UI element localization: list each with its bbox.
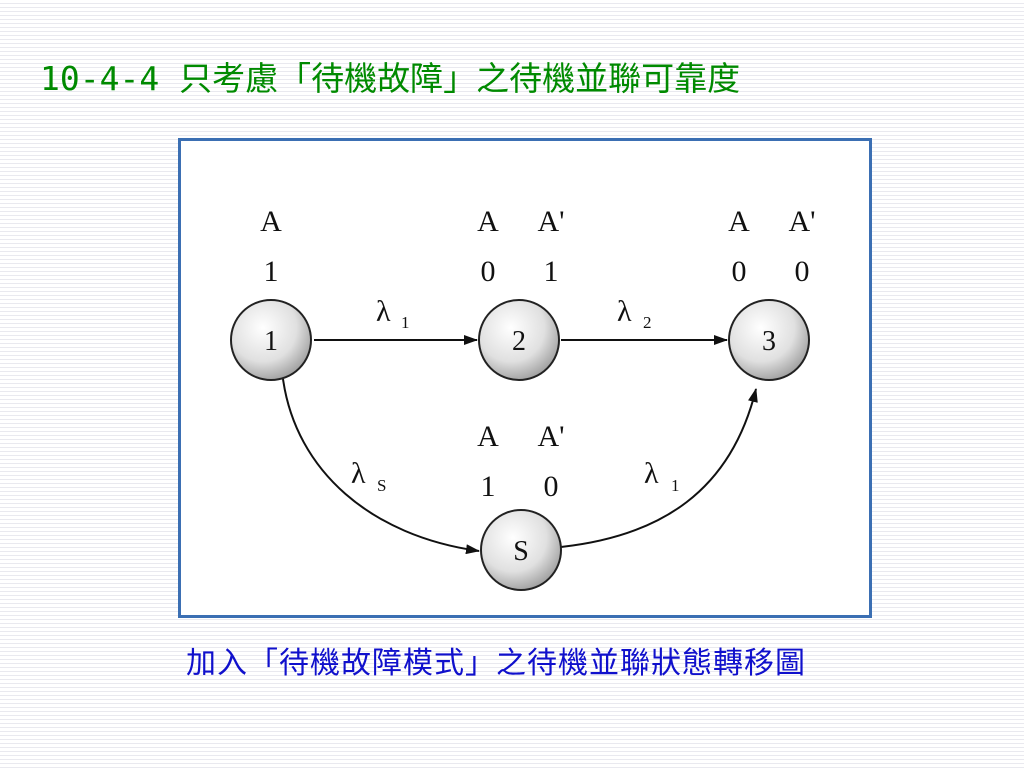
node-1-head-A: A <box>260 205 282 238</box>
slide-title: 10-4-4 只考慮「待機故障」之待機並聯可靠度 <box>40 59 741 98</box>
svg-text:λ: λ <box>351 457 366 490</box>
node-1-label: 1 <box>264 326 278 357</box>
state-transition-diagram: 1 2 3 S A 1 A A' 0 1 A A' 0 0 A A' 1 0 <box>178 138 872 618</box>
edge-S-to-3-label: λ 1 <box>644 457 680 495</box>
node-S-label: S <box>513 536 529 567</box>
node-1-val-A: 1 <box>264 255 279 288</box>
node-2-head-A-prime: A' <box>537 205 564 238</box>
node-2-head-A: A <box>477 205 499 238</box>
node-2: 2 <box>478 299 560 381</box>
edge-2-to-3-label: λ 2 <box>617 295 652 332</box>
node-3-label: 3 <box>762 326 776 357</box>
node-S: S <box>480 509 562 591</box>
node-S-head-A: A <box>477 420 499 453</box>
node-2-val-A-prime: 1 <box>544 255 559 288</box>
diagram-canvas: 1 2 3 S A 1 A A' 0 1 A A' 0 0 A A' 1 0 <box>230 205 816 591</box>
diagram-caption: 加入「待機故障模式」之待機並聯狀態轉移圖 <box>186 646 806 681</box>
svg-text:λ: λ <box>644 457 659 490</box>
svg-text:1: 1 <box>401 313 410 332</box>
svg-text:λ: λ <box>617 295 632 328</box>
node-2-label: 2 <box>512 326 526 357</box>
edge-1-to-S <box>282 378 480 555</box>
node-2-val-A: 0 <box>481 255 496 288</box>
edge-1-to-2-label: λ 1 <box>376 295 410 332</box>
svg-text:1: 1 <box>671 476 680 495</box>
node-S-val-A: 1 <box>481 470 496 503</box>
svg-text:S: S <box>377 476 386 495</box>
edge-1-to-S-label: λ S <box>351 457 386 495</box>
node-3: 3 <box>728 299 810 381</box>
node-3-head-A-prime: A' <box>788 205 815 238</box>
edge-S-to-3 <box>560 388 758 548</box>
node-1: 1 <box>230 299 312 381</box>
svg-text:2: 2 <box>643 313 652 332</box>
node-S-head-A-prime: A' <box>537 420 564 453</box>
node-3-val-A: 0 <box>732 255 747 288</box>
node-3-head-A: A <box>728 205 750 238</box>
svg-text:λ: λ <box>376 295 391 328</box>
node-3-val-A-prime: 0 <box>795 255 810 288</box>
node-S-val-A-prime: 0 <box>544 470 559 503</box>
